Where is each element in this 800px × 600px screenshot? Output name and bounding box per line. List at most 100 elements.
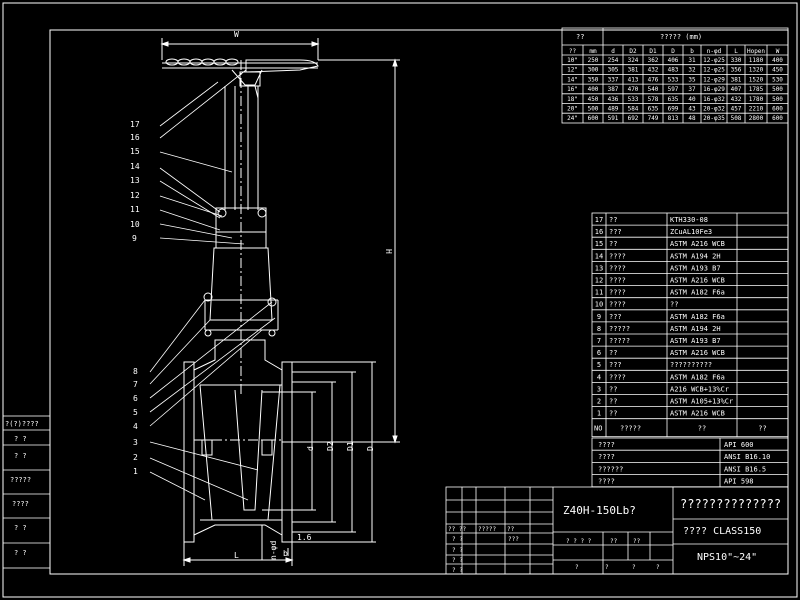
part-number: 17: [595, 216, 603, 224]
title-bottom-label: ?: [605, 564, 609, 571]
part-material: ??????????: [670, 361, 712, 369]
dimension-h: [282, 58, 400, 444]
dim-table-cell: 1180: [749, 57, 764, 64]
title-center-label: ??: [610, 538, 618, 545]
standard-name: ????: [598, 453, 615, 461]
dim-table-cell: 20": [567, 106, 578, 113]
parts-header-qty: ??: [698, 425, 706, 433]
part-number: 15: [595, 240, 603, 248]
part-name: ????: [609, 252, 626, 260]
dim-table-header: b: [690, 48, 694, 55]
dim-table-cell: 508: [731, 115, 742, 122]
title-mid-label: ?? ??: [448, 526, 466, 533]
dim-table-cell: 300: [588, 67, 599, 74]
dim-table-header: Hopen: [747, 48, 765, 55]
dim-table-cell: 1320: [749, 67, 764, 74]
balloon-5: 5: [133, 408, 138, 417]
part-name: ????: [609, 277, 626, 285]
part-number: 1: [597, 410, 601, 418]
part-number: 2: [597, 398, 601, 406]
dim-table-cell: 600: [588, 115, 599, 122]
part-name: ?????: [609, 325, 630, 333]
left-panel-row: ?????: [10, 476, 31, 484]
title-center-label: ? ? ? ?: [566, 538, 592, 545]
dim-table-cell: 432: [648, 67, 659, 74]
dim-table-cell: 381: [628, 67, 639, 74]
balloon-1: 1: [133, 467, 138, 476]
part-number: 8: [597, 325, 601, 333]
dim-table-cell: 254: [608, 57, 619, 64]
part-material: ASTM A105+13%Cr: [670, 398, 733, 406]
balloon-9: 9: [132, 234, 137, 243]
part-material: ??: [670, 301, 678, 309]
left-panel-header: ?(?)????: [5, 420, 39, 428]
title-mid-label: ??: [507, 526, 515, 533]
dim-table-header: D2: [629, 48, 637, 55]
part-name: ???: [609, 313, 622, 321]
dim-table-cell: 356: [731, 67, 742, 74]
part-number: 3: [597, 385, 601, 393]
dim-table-header: L: [734, 48, 738, 55]
dim-table-cell: 43: [688, 106, 696, 113]
part-name: ??: [609, 398, 617, 406]
dim-table-header: n-φd: [707, 48, 722, 55]
part-material: A216 WCB+13%Cr: [670, 385, 729, 393]
dim-table-title-left: ??: [576, 33, 584, 41]
part-material: ASTM A182 F6a: [670, 289, 725, 297]
left-panel: [2, 415, 51, 569]
dim-label-d: d: [306, 446, 315, 451]
dim-label-b: b: [283, 549, 288, 558]
dim-label-f: 1.6: [297, 533, 312, 542]
part-material: ASTM A194 2H: [670, 252, 721, 260]
part-name: ??: [609, 240, 617, 248]
title-row-label: ? ?: [452, 567, 463, 574]
dim-table-cell: 413: [628, 76, 639, 83]
pressure-class: ???? CLASS150: [683, 526, 761, 537]
part-name: ????: [609, 289, 626, 297]
part-name: ?????: [609, 337, 630, 345]
yoke: [215, 60, 267, 395]
dim-table-cell: 749: [648, 115, 659, 122]
part-number: 16: [595, 228, 603, 236]
dim-table-cell: 500: [772, 96, 783, 103]
dim-table-cell: 24": [567, 115, 578, 122]
balloon-16: 16: [130, 133, 140, 142]
part-name: ????: [609, 373, 626, 381]
dim-table-cell: 35: [688, 76, 696, 83]
dim-table-cell: 337: [608, 76, 619, 83]
dim-label-d2: D2: [326, 441, 335, 451]
dim-table-cell: 692: [628, 115, 639, 122]
left-panel-row: ????: [12, 500, 29, 508]
balloon-12: 12: [130, 191, 140, 200]
dim-table-cell: 305: [608, 67, 619, 74]
dim-table-cell: 31: [688, 57, 696, 64]
dim-label-nod: n-φd: [269, 541, 278, 560]
dim-table-cell: 432: [731, 96, 742, 103]
part-material: KTH330-08: [670, 216, 708, 224]
part-number: 13: [595, 264, 603, 272]
dim-table-cell: 1520: [749, 76, 764, 83]
dim-table-cell: 813: [668, 115, 679, 122]
part-name: ???: [609, 228, 622, 236]
dim-table-cell: 330: [731, 57, 742, 64]
dim-table-cell: 540: [648, 86, 659, 93]
dim-table-cell: 450: [588, 96, 599, 103]
dim-table-cell: 500: [772, 86, 783, 93]
dim-table-cell: 250: [588, 57, 599, 64]
dim-table-cell: 48: [688, 115, 696, 122]
dim-table-cell: 470: [628, 86, 639, 93]
part-number: 10: [595, 301, 603, 309]
dim-table-cell: 12-φ25: [703, 57, 725, 64]
balloon-17: 17: [130, 120, 140, 129]
dim-label-w: W: [234, 30, 239, 39]
dim-label-big-d: D: [366, 446, 375, 451]
title-bottom-label: ?: [632, 564, 636, 571]
dim-table-cell: 450: [772, 67, 783, 74]
part-name: ??: [609, 349, 617, 357]
dim-table-cell: 530: [772, 76, 783, 83]
part-number: 14: [595, 252, 603, 260]
dimension-diameters: [262, 361, 376, 543]
standard-name: ????: [598, 478, 615, 486]
part-material: ASTM A216 WCB: [670, 349, 725, 357]
